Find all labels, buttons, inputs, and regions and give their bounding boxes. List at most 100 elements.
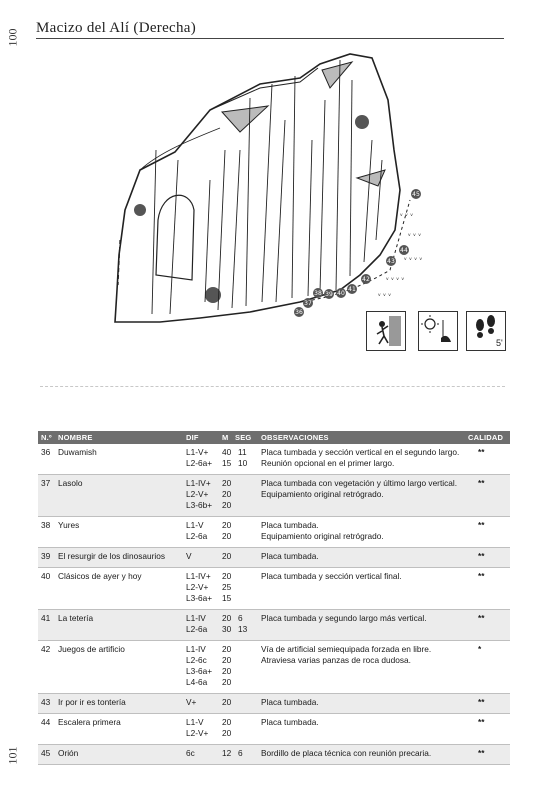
route-length-line: 20 [222,717,232,727]
route-quality: ** [478,748,485,758]
route-difficulty: V+ [186,697,196,708]
route-difficulty-line: L2-6a [186,624,208,634]
route-length-line: 20 [222,697,232,707]
route-length-line: 20 [222,728,232,738]
route-length-line: 20 [222,666,232,676]
svg-text:41: 41 [348,286,356,293]
route-marker-38 [313,288,323,298]
svg-text:45: 45 [412,191,420,198]
page-number-bottom: 101 [5,746,20,765]
route-length-line: 40 [222,447,232,457]
route-name: Ir por ir es tontería [58,697,126,707]
route-difficulty-line: L1-V+ [186,447,209,457]
route-length-line: 20 [222,478,232,488]
route-observations-line: Placa tumbada. [261,697,319,707]
route-observations: Placa tumbada y sección vertical en el s… [261,447,459,469]
route-number: 39 [41,551,51,561]
route-length-line: 20 [222,677,232,687]
svg-text:ᵥ ᵥ ᵥ: ᵥ ᵥ ᵥ [400,210,413,218]
header-rule [36,38,504,39]
route-difficulty-line: L1-IV+ [186,478,211,488]
route-name: Clásicos de ayer y hoy [58,571,142,581]
route-marker-36 [294,307,304,317]
route-number: 36 [41,447,51,457]
route-marker-39 [324,289,334,299]
route-length: 20 [222,551,231,562]
route-difficulty-line: L2-V+ [186,728,209,738]
route-observations-line: Placa tumbada y sección vertical en el s… [261,447,460,457]
route-observations-line: Placa tumbada y segundo largo más vertic… [261,613,427,623]
route-observations-line: Placa tumbada y sección vertical final. [261,571,402,581]
table-row: 43 Ir por ir es tontería V+ 20 Placa tumbada… [38,694,510,714]
shaded-slab-1 [220,105,270,133]
route-observations-line: Placa tumbada con vegetación y último la… [261,478,458,488]
route-length-line: 20 [222,500,232,510]
route-number: 40 [41,571,51,581]
route-difficulty-line: L2-6c [186,655,207,665]
route-difficulty: 6c [186,748,195,759]
table-row: 40 Clásicos de ayer y hoy L1-IV+L2-V+L3-6a… [38,568,510,610]
bush [134,204,146,216]
footprints-icon [466,311,506,351]
route-observations: Placa tumbada.Equipamiento original retr… [261,520,384,542]
topo-diagram: ᵥ ᵥ ᵥᵥ ᵥ ᵥᵥ ᵥ ᵥ ᵥ ᵥ ᵥ ᵥ ᵥᵥ ᵥ ᵥ 36 37 38 … [114,53,422,323]
route-observations: Placa tumbada con vegetación y último la… [261,478,457,500]
route-quality: ** [478,551,485,561]
header-dif: DIF [186,433,199,442]
route-difficulty: L1-IV+L2-V+L3-6a+ [186,571,212,604]
route-difficulty-line: L2-6a [186,531,208,541]
route-name: El resurgir de los dinosaurios [58,551,165,561]
route-quality: ** [478,613,485,623]
route-difficulty-line: L1-IV [186,644,206,654]
route-length: 20 [222,697,231,708]
header-name: NOMBRE [58,433,93,442]
svg-text:ᵥ ᵥ ᵥ: ᵥ ᵥ ᵥ [378,290,391,298]
route-difficulty-line: V [186,551,192,561]
route-number: 43 [41,697,51,707]
route-marker-40 [336,288,346,298]
route-observations: Placa tumbada y sección vertical final. [261,571,402,582]
svg-text:43: 43 [387,258,395,265]
route-marker-41 [347,284,357,294]
route-difficulty-line: L3-6a+ [186,666,213,676]
route-length-line: 20 [222,613,232,623]
bush [205,287,221,303]
route-number: 41 [41,613,51,623]
route-name: Duwamish [58,447,97,457]
route-number: 44 [41,717,51,727]
route-observations-line: Equipamiento original retrógrado. [261,489,384,499]
route-name: Yures [58,520,80,530]
route-quality: * [478,644,482,654]
route-length-line: 20 [222,489,232,499]
route-quality: ** [478,571,485,581]
route-marker-37 [303,298,313,308]
route-observations-line: Placa tumbada. [261,717,319,727]
route-number: 37 [41,478,51,488]
svg-text:36: 36 [295,309,303,316]
route-bolts-line: 10 [238,458,248,468]
route-bolts-line: 13 [238,624,248,634]
route-length-line: 30 [222,624,232,634]
route-observations: Placa tumbada. [261,551,319,562]
route-difficulty: L1-V+L2-6a+ [186,447,212,469]
routes-table: N.º NOMBRE DIF M SEG OBSERVACIONES CALID… [38,431,510,765]
route-quality: ** [478,478,485,488]
header-m: M [222,433,229,442]
